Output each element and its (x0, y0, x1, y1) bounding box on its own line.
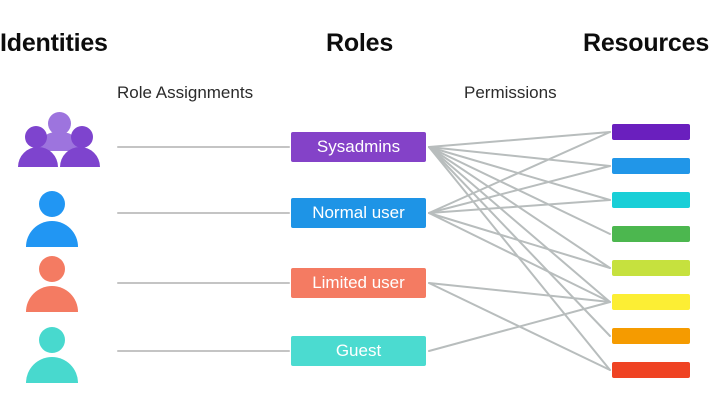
page-title-roles: Roles (326, 29, 394, 57)
resource-bar-7[interactable] (612, 328, 690, 344)
label-permissions: Permissions (464, 83, 557, 102)
permission-line-11 (428, 212, 611, 269)
role-box-sysadmins[interactable]: Sysadmins (291, 132, 426, 162)
person-head (39, 256, 65, 282)
permission-line-1 (428, 146, 611, 167)
user-identity-2 (18, 256, 108, 316)
resource-bar-8[interactable] (612, 362, 690, 378)
role-label: Sysadmins (316, 137, 401, 156)
person-body (26, 286, 78, 312)
role-label: Guest (335, 341, 382, 360)
resource-bar-1[interactable] (612, 124, 690, 140)
resource-bar-2[interactable] (612, 158, 690, 174)
resource-bar-4[interactable] (612, 226, 690, 242)
group-right-head (71, 126, 93, 148)
permission-line-7 (428, 146, 611, 371)
label-role-assignments: Role Assignments (117, 83, 254, 102)
permission-line-15 (428, 301, 611, 352)
permission-line-10 (428, 199, 611, 214)
user-identity-3 (18, 327, 108, 387)
permission-line-6 (428, 146, 611, 337)
role-box-normal-user[interactable]: Normal user (291, 198, 426, 228)
page-title-identities: Identities (0, 29, 108, 57)
person-head (39, 191, 65, 217)
person-body (26, 357, 78, 383)
group-left-head (25, 126, 47, 148)
role-label: Normal user (312, 203, 405, 222)
resource-bar-6[interactable] (612, 294, 690, 310)
permission-line-5 (428, 146, 611, 303)
user-identity-1 (18, 191, 108, 251)
permission-line-8 (428, 131, 611, 214)
permission-line-0 (428, 131, 611, 148)
group-identity (18, 112, 108, 172)
person-head (39, 327, 65, 353)
person-body (26, 221, 78, 247)
group-back-body (37, 132, 81, 151)
group-left-body (18, 147, 58, 167)
permission-line-2 (428, 146, 611, 201)
permission-line-4 (428, 146, 611, 269)
permission-line-13 (428, 282, 611, 303)
role-box-guest[interactable]: Guest (291, 336, 426, 366)
permission-line-14 (428, 282, 611, 371)
role-box-limited-user[interactable]: Limited user (291, 268, 426, 298)
permission-line-9 (428, 165, 611, 214)
group-back-head (48, 112, 71, 135)
permission-line-3 (428, 146, 611, 235)
group-right-body (60, 147, 100, 167)
permission-line-12 (428, 212, 611, 303)
resource-bar-5[interactable] (612, 260, 690, 276)
resource-bar-3[interactable] (612, 192, 690, 208)
role-label: Limited user (312, 273, 405, 292)
page-title-resources: Resources (583, 29, 710, 57)
